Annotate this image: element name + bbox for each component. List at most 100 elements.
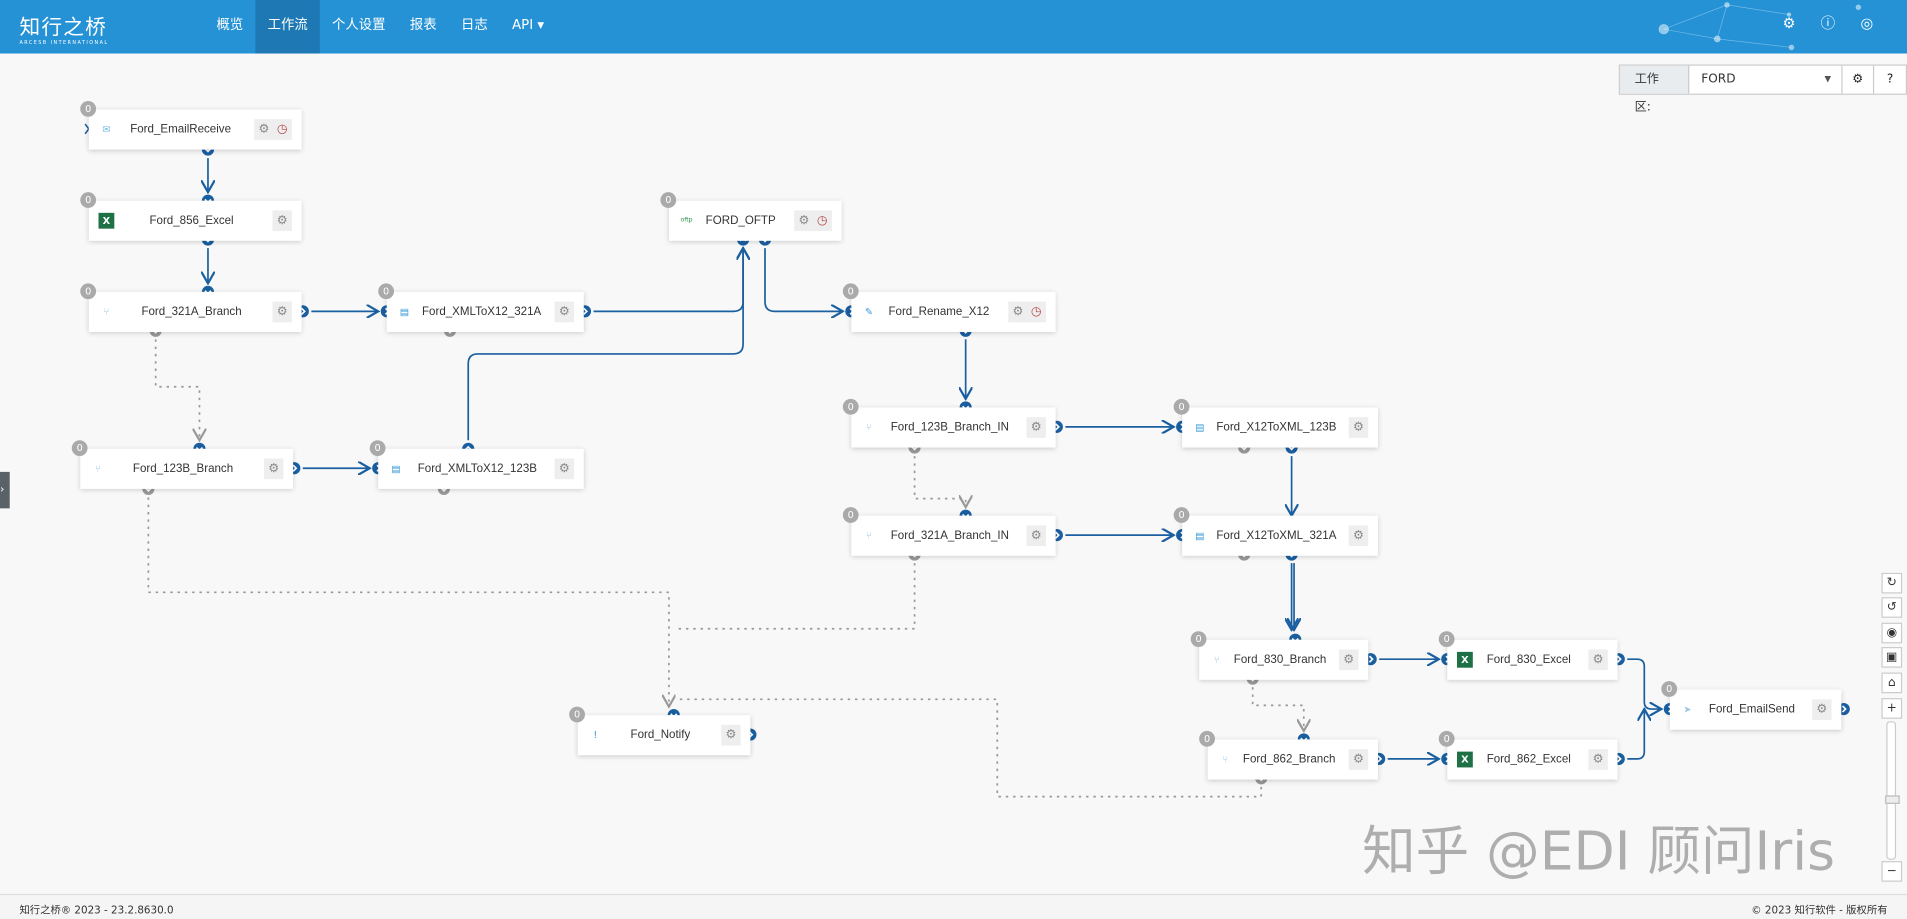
- zoom-out-icon[interactable]: −: [1881, 861, 1903, 882]
- message-count-badge: 0: [1661, 681, 1678, 697]
- nav-workflow[interactable]: 工作流: [255, 0, 320, 54]
- node-actions: ⚙◷: [794, 210, 832, 232]
- flow-node[interactable]: 0 ▤ Ford_X12ToXML_321A ⚙: [1173, 507, 1378, 556]
- nav-logs[interactable]: 日志: [460, 17, 488, 33]
- clock-icon[interactable]: ◷: [816, 214, 828, 228]
- help-icon[interactable]: ⓘ: [1820, 14, 1836, 32]
- flow-node[interactable]: 0 ➤ Ford_EmailSend ⚙: [1661, 681, 1842, 730]
- zoom-in-icon[interactable]: +: [1881, 698, 1903, 719]
- connection-line[interactable]: [467, 248, 743, 441]
- gear-icon[interactable]: ⚙: [1353, 529, 1364, 543]
- clock-icon[interactable]: ◷: [276, 122, 288, 137]
- workspace-label: 工作区:: [1619, 65, 1690, 114]
- main-nav: 概览 工作流 个人设置 报表 日志 API ▾: [204, 0, 556, 54]
- node-label: Ford_X12ToXML_321A: [1216, 529, 1337, 543]
- flow-node[interactable]: 0 ▤ Ford_XMLToX12_123B ⚙: [369, 440, 584, 489]
- flow-node[interactable]: 0 ⑂ Ford_123B_Branch ⚙: [71, 440, 294, 489]
- gear-icon[interactable]: ⚙: [1782, 14, 1796, 32]
- branch-connection-line[interactable]: [154, 339, 200, 440]
- flow-node[interactable]: 0 ⑂ Ford_862_Branch ⚙: [1199, 730, 1378, 780]
- nav-overview[interactable]: 概览: [216, 17, 244, 33]
- message-count-badge: 0: [378, 283, 395, 300]
- message-count-badge: 0: [1199, 730, 1215, 747]
- flow-node[interactable]: 0 ✉ Ford_EmailReceive ⚙◷: [80, 100, 302, 150]
- gear-icon[interactable]: ⚙: [1343, 653, 1355, 667]
- flow-node[interactable]: 0 X Ford_862_Excel ⚙: [1438, 730, 1618, 780]
- gear-icon[interactable]: ⚙: [276, 305, 288, 319]
- branch-connection-line[interactable]: [676, 563, 916, 630]
- gear-icon[interactable]: ⚙: [558, 305, 570, 319]
- message-count-badge: 0: [660, 192, 677, 208]
- node-actions: ⚙: [1026, 417, 1046, 438]
- gear-icon[interactable]: ⚙: [725, 728, 737, 742]
- flow-node[interactable]: 0 ✎ Ford_Rename_X12 ⚙◷: [842, 283, 1056, 333]
- connection-line[interactable]: [593, 248, 744, 313]
- undo-icon[interactable]: ↺: [1881, 597, 1903, 618]
- gear-icon[interactable]: ⚙: [1592, 653, 1604, 667]
- gear-icon[interactable]: ⚙: [1030, 529, 1042, 543]
- workspace-dropdown[interactable]: FORD▼: [1689, 65, 1843, 94]
- xml-x12-icon: ▤: [399, 306, 409, 318]
- gear-icon[interactable]: ⚙: [1030, 420, 1042, 435]
- node-label: Ford_EmailReceive: [130, 122, 232, 137]
- user-icon[interactable]: ◎: [1860, 14, 1874, 32]
- connection-line[interactable]: [764, 248, 843, 311]
- nav-reports[interactable]: 报表: [409, 17, 437, 33]
- rename-icon: ✎: [864, 306, 874, 318]
- nav-api[interactable]: API ▾: [512, 17, 545, 33]
- nav-personal-settings[interactable]: 个人设置: [332, 17, 386, 33]
- branch-connection-line[interactable]: [676, 698, 1263, 798]
- gear-icon[interactable]: ⚙: [276, 214, 288, 228]
- message-count-badge: 0: [842, 283, 859, 300]
- message-count-badge: 0: [369, 440, 386, 457]
- node-actions: ⚙: [1588, 649, 1608, 671]
- zoom-slider[interactable]: [1885, 721, 1900, 860]
- gear-icon[interactable]: ⚙: [1592, 752, 1604, 767]
- node-label: Ford_XMLToX12_321A: [421, 305, 542, 319]
- message-count-badge: 0: [842, 398, 859, 415]
- branch-connection-line[interactable]: [1251, 687, 1304, 731]
- connection-line[interactable]: [1627, 709, 1644, 760]
- branch-icon: ⑂: [866, 422, 872, 433]
- branch-icon: ⑂: [103, 306, 110, 318]
- branch-connection-line[interactable]: [147, 497, 669, 706]
- home-icon[interactable]: ⌂: [1881, 672, 1903, 694]
- zoom-slider-thumb[interactable]: [1885, 795, 1900, 804]
- gear-icon[interactable]: ⚙: [1012, 305, 1024, 319]
- excel-icon: X: [1457, 751, 1473, 768]
- workspace-settings-button[interactable]: ⚙: [1842, 65, 1875, 94]
- message-count-badge: 0: [1173, 398, 1190, 415]
- view-icon[interactable]: ◉: [1881, 622, 1903, 644]
- gear-icon[interactable]: ⚙: [798, 214, 810, 228]
- flow-node[interactable]: 0 oftp FORD_OFTP ⚙◷: [660, 192, 842, 241]
- connection-line[interactable]: [1627, 658, 1661, 709]
- gear-icon[interactable]: ⚙: [1353, 420, 1364, 435]
- gear-icon[interactable]: ⚙: [1353, 752, 1364, 767]
- flow-node[interactable]: 0 ! Ford_Notify ⚙: [569, 706, 751, 756]
- message-count-badge: 0: [80, 192, 97, 208]
- node-label: Ford_XMLToX12_123B: [417, 462, 537, 476]
- branch-connection-line[interactable]: [913, 456, 966, 507]
- flow-node[interactable]: 0 ⑂ Ford_321A_Branch ⚙: [80, 283, 302, 333]
- fit-icon[interactable]: ▣: [1881, 647, 1903, 668]
- workspace-help-button[interactable]: ?: [1886, 72, 1894, 87]
- clock-icon[interactable]: ◷: [1030, 305, 1042, 319]
- flow-node[interactable]: 0 X Ford_856_Excel ⚙: [80, 192, 302, 241]
- node-actions: ⚙: [263, 458, 284, 480]
- redo-icon[interactable]: ↻: [1881, 572, 1903, 594]
- gear-icon[interactable]: ⚙: [1816, 702, 1828, 717]
- node-label: Ford_830_Branch: [1233, 653, 1327, 667]
- flow-node[interactable]: 0 ⑂ Ford_123B_Branch_IN ⚙: [842, 398, 1056, 448]
- flow-node[interactable]: 0 ⑂ Ford_830_Branch ⚙: [1190, 631, 1369, 680]
- branch-icon: ⑂: [1213, 654, 1220, 666]
- flow-node[interactable]: 0 ▤ Ford_X12ToXML_123B ⚙: [1173, 398, 1378, 448]
- node-actions: ⚙: [1348, 417, 1369, 438]
- logo[interactable]: 知行之桥 ARCESB INTERNATIONAL: [19, 15, 109, 45]
- gear-icon[interactable]: ⚙: [258, 122, 270, 137]
- sidebar-toggle[interactable]: ›: [0, 471, 10, 509]
- gear-icon[interactable]: ⚙: [268, 462, 280, 476]
- flow-node[interactable]: 0 ▤ Ford_XMLToX12_321A ⚙: [378, 283, 584, 333]
- gear-icon[interactable]: ⚙: [558, 462, 570, 476]
- flow-node[interactable]: 0 ⑂ Ford_321A_Branch_IN ⚙: [842, 507, 1056, 556]
- flow-node[interactable]: 0 X Ford_830_Excel ⚙: [1438, 631, 1618, 680]
